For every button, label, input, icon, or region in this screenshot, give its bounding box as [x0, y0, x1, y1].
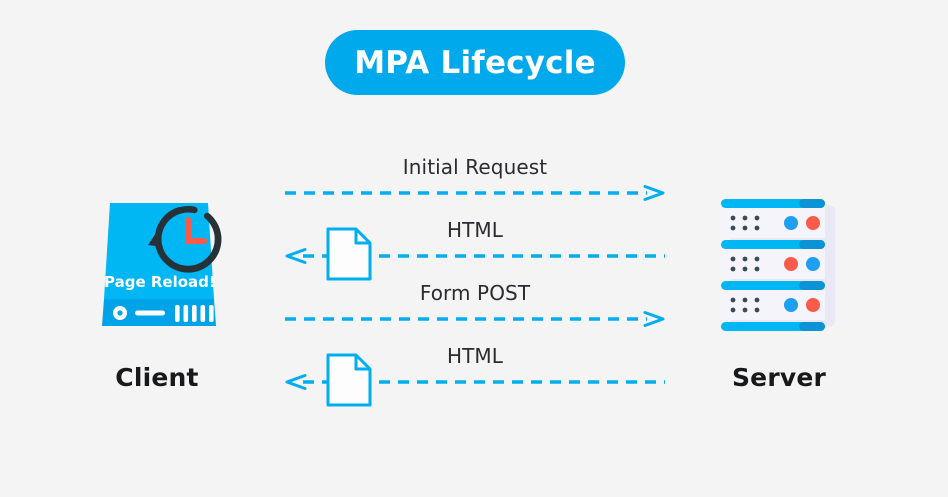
client-group: Page Reload! Client: [90, 195, 240, 400]
flow-row-initial-request: Initial Request: [285, 155, 665, 211]
arrow-right-icon: [285, 311, 665, 327]
server-group: Server: [705, 195, 865, 400]
server-rack-icon: [721, 199, 835, 331]
flow-label: Initial Request: [402, 155, 548, 179]
server-label: Server: [731, 363, 827, 392]
client-label: Client: [115, 363, 199, 392]
flow-row-html-2: HTML: [285, 344, 665, 407]
flow-arrows: Initial Request HTML Form POST: [285, 155, 665, 407]
html-document-icon: [326, 227, 372, 281]
flow-row-form-post: Form POST: [285, 281, 665, 337]
page-title: MPA Lifecycle: [354, 44, 596, 81]
html-document-icon: [326, 353, 372, 407]
client-device-icon: [102, 203, 222, 326]
title-badge: MPA Lifecycle: [325, 30, 625, 95]
flow-label: HTML: [446, 218, 504, 242]
reload-clock-icon: [148, 205, 222, 273]
flow-label: HTML: [446, 344, 504, 368]
flow-row-html-1: HTML: [285, 218, 665, 281]
arrow-right-icon: [285, 185, 665, 201]
flow-label: Form POST: [419, 281, 531, 305]
